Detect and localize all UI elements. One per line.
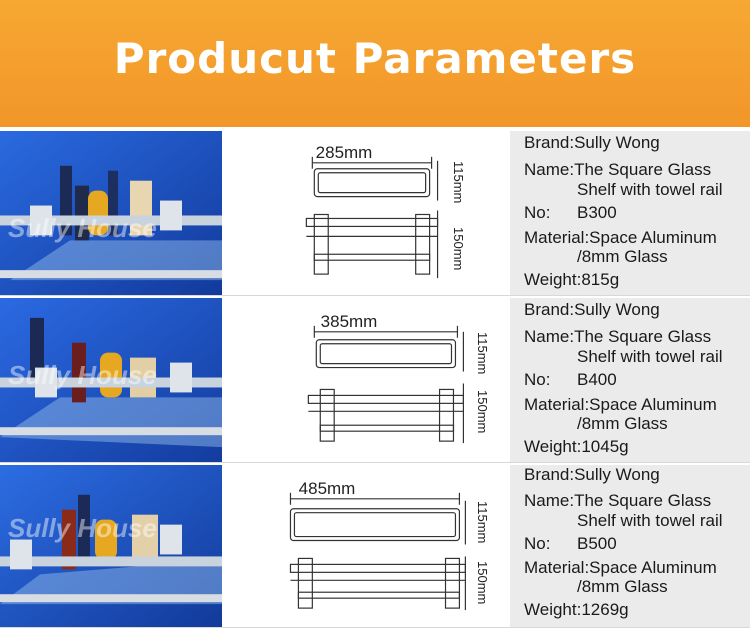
spec-name-cont: Shelf with towel rail — [577, 511, 723, 530]
dimension-lines — [289, 492, 466, 611]
spec-no-value: B300 — [577, 203, 617, 222]
spec-panel: Brand:Sully Wong Name:The Square Glass S… — [510, 131, 750, 295]
spec-no-label: No: — [524, 370, 551, 389]
product-photo: Sully House — [0, 298, 222, 462]
height-dimension: 150mm — [475, 390, 490, 434]
spec-name-cont: Shelf with towel rail — [577, 180, 723, 199]
spec-weight: Weight:815g — [524, 270, 620, 289]
shelf-photo-illustration — [0, 298, 222, 462]
height-dimension: 150mm — [451, 227, 466, 271]
spec-brand: Brand:Sully Wong — [524, 300, 660, 319]
dimension-drawing: 385mm 115mm 150mm — [222, 298, 510, 462]
spec-name: Name:The Square Glass — [524, 491, 712, 510]
depth-dimension: 115mm — [475, 332, 490, 375]
spec-material-cont: /8mm Glass — [577, 577, 668, 596]
spec-material-cont: /8mm Glass — [577, 247, 668, 266]
shelf-photo-illustration — [0, 131, 222, 295]
spec-panel: Brand:Sully Wong Name:The Square Glass S… — [510, 465, 750, 627]
width-dimension: 385mm — [320, 312, 378, 331]
product-photo: Sully House — [0, 465, 222, 627]
spec-weight: Weight:1045g — [524, 437, 629, 456]
spec-material-cont: /8mm Glass — [577, 414, 668, 433]
shelf-photo-illustration — [0, 465, 222, 627]
spec-brand: Brand:Sully Wong — [524, 133, 660, 152]
product-row-b400: Sully House 385mm 115mm 150mm Brand:Sull — [0, 298, 750, 463]
dimension-lines — [307, 325, 465, 444]
spec-material: Material:Space Aluminum — [524, 558, 717, 577]
height-dimension: 150mm — [475, 561, 490, 605]
depth-dimension: 115mm — [475, 501, 490, 544]
spec-material: Material:Space Aluminum — [524, 228, 717, 247]
spec-no-value: B500 — [577, 534, 617, 553]
width-dimension: 485mm — [298, 479, 356, 498]
watermark-text: Sully House — [8, 360, 157, 390]
product-row-b500: Sully House 485mm 115mm 150mm Brand:Sull — [0, 465, 750, 628]
spec-name: Name:The Square Glass — [524, 160, 712, 179]
spec-panel: Brand:Sully Wong Name:The Square Glass S… — [510, 298, 750, 462]
page-title: Producut Parameters — [113, 34, 637, 83]
spec-weight: Weight:1269g — [524, 600, 629, 619]
dimension-drawing: 285mm 115mm 150mm — [222, 131, 510, 295]
product-photo: Sully House — [0, 131, 222, 295]
spec-brand: Brand:Sully Wong — [524, 465, 660, 484]
width-dimension: 285mm — [315, 143, 373, 162]
dimension-drawing: 485mm 115mm 150mm — [222, 465, 510, 627]
product-row-b300: Sully House 285mm 115mm 150mm Brand:Sull — [0, 131, 750, 296]
dimension-lines — [305, 156, 439, 279]
spec-no-value: B400 — [577, 370, 617, 389]
header-banner: Producut Parameters — [0, 0, 750, 127]
watermark-text: Sully House — [8, 213, 157, 243]
depth-dimension: 115mm — [451, 161, 466, 204]
spec-name-cont: Shelf with towel rail — [577, 347, 723, 366]
spec-material: Material:Space Aluminum — [524, 395, 717, 414]
spec-no-label: No: — [524, 534, 551, 553]
watermark-text: Sully House — [8, 513, 157, 543]
spec-name: Name:The Square Glass — [524, 327, 712, 346]
spec-no-label: No: — [524, 203, 551, 222]
